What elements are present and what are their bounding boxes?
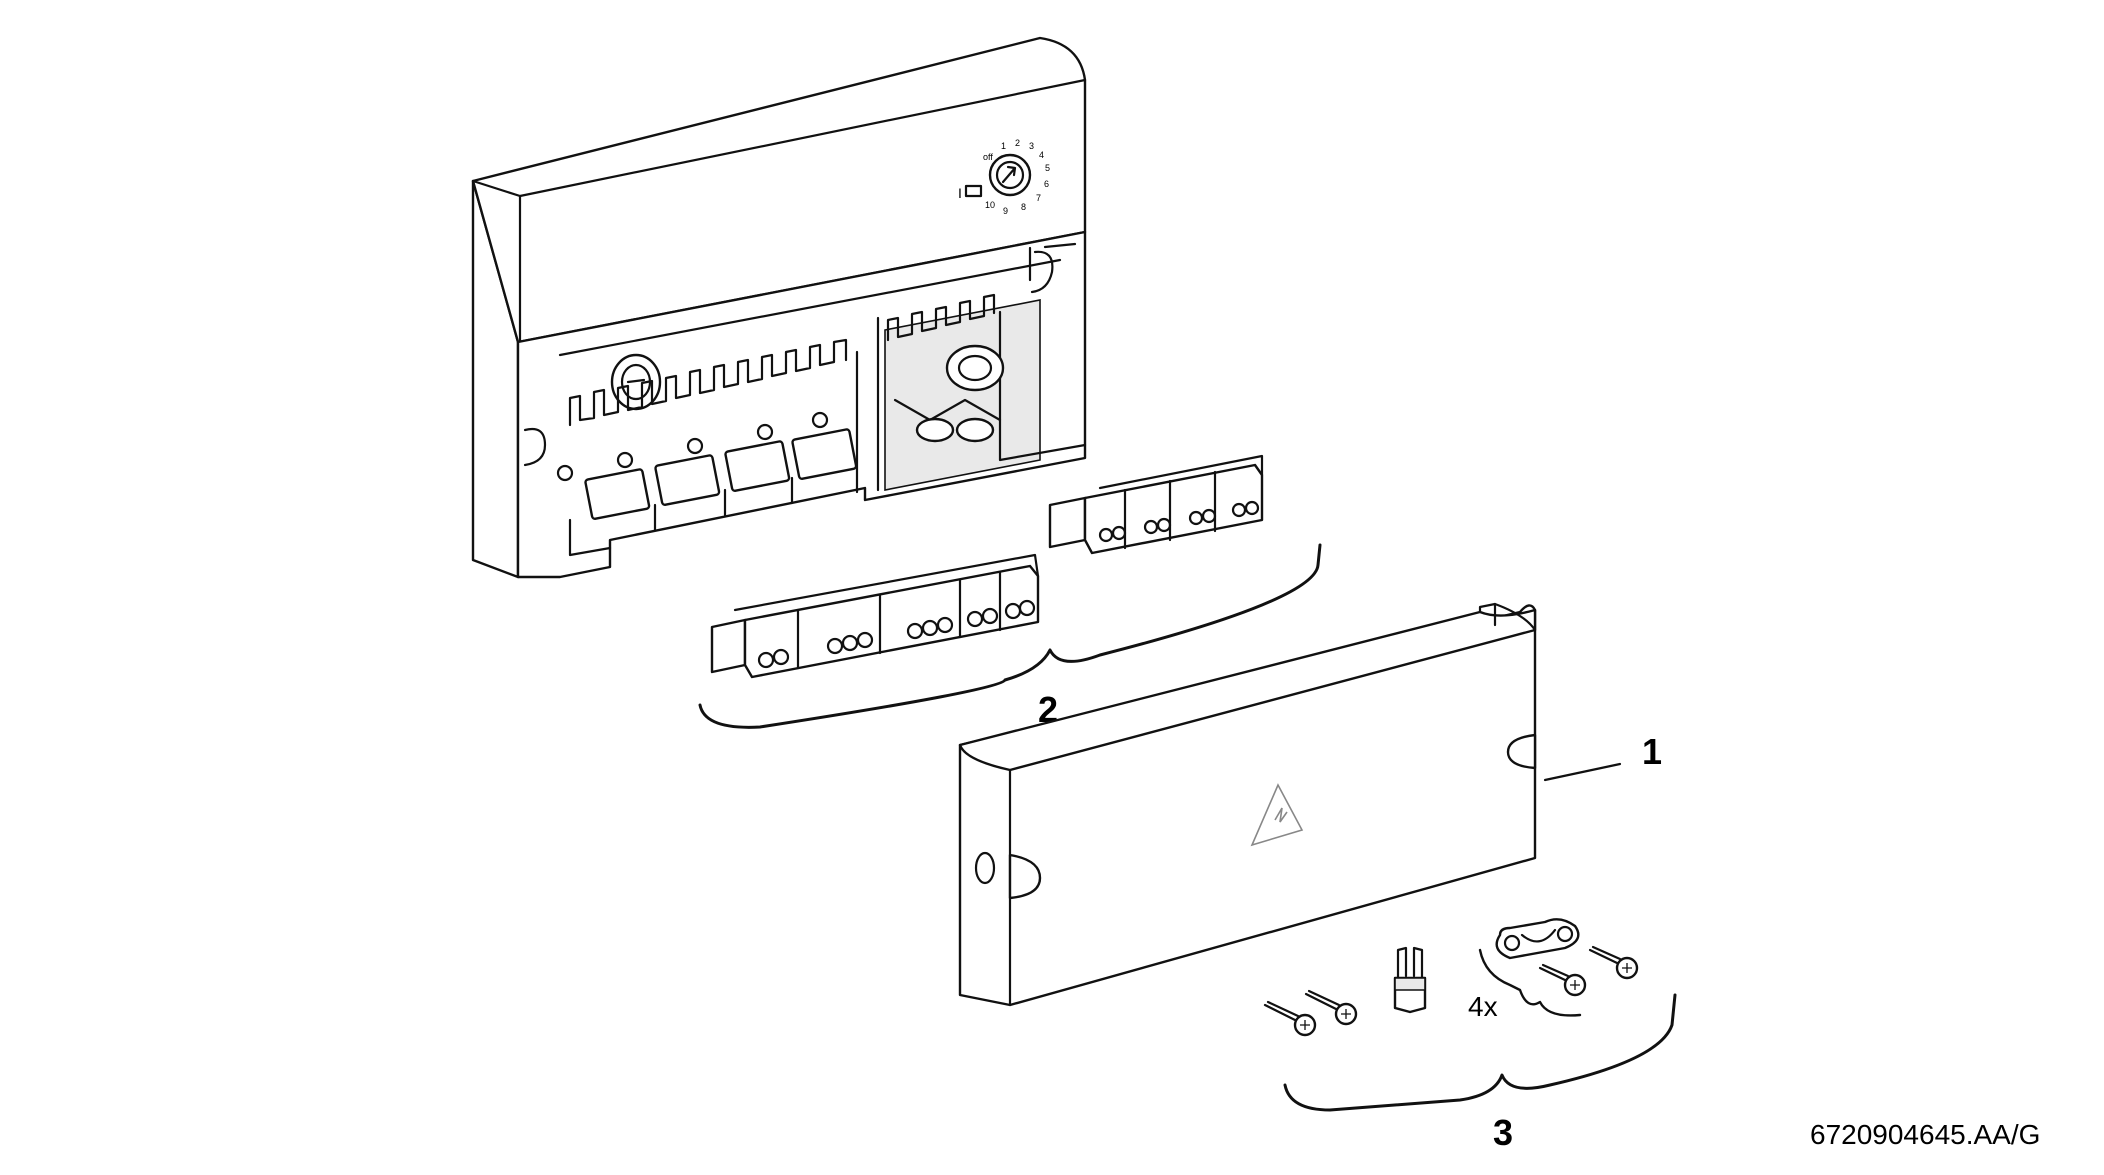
screw-icon: [1588, 945, 1639, 980]
dial-mark-10: 10: [985, 200, 995, 210]
rotary-switch[interactable]: off 1 2 3 4 5 6 7 8 9 10 I: [958, 138, 1050, 216]
callout-3: 3: [1493, 1112, 1513, 1153]
electrical-hazard-icon: [1250, 783, 1304, 847]
terminal-block-row-back: [1048, 454, 1264, 555]
dial-mark-3: 3: [1029, 141, 1034, 151]
dial-mark-4: 4: [1039, 150, 1044, 160]
dial-mark-8: 8: [1021, 202, 1026, 212]
screw-icon: [1263, 1000, 1317, 1037]
terminal-cover: 1: [958, 602, 1662, 1007]
indicator-lamp: [964, 184, 983, 198]
strain-relief-clamp-icon: [1495, 918, 1580, 960]
terminal-sockets-lower: [556, 411, 858, 557]
dial-mark-9: 9: [1003, 206, 1008, 216]
terminal-blocks: 2: [698, 454, 1322, 730]
screw-icon: [1538, 963, 1587, 997]
fixing-kit: 4x 3: [1263, 918, 1677, 1153]
callout-1: 1: [1642, 731, 1662, 772]
quantity-label: 4x: [1468, 991, 1498, 1022]
dial-mark-5: 5: [1045, 163, 1050, 173]
screw-icon: [1304, 989, 1358, 1026]
jumper-link-icon: [1393, 946, 1427, 1014]
dial-mark-7: 7: [1036, 193, 1041, 203]
dial-mark-2: 2: [1015, 138, 1020, 148]
terminal-block-row-front: [710, 553, 1040, 679]
drawing-reference-code: 6720904645.AA/G: [1810, 1119, 2040, 1150]
dial-mark-1: 1: [1001, 141, 1006, 151]
callout-2: 2: [1038, 689, 1058, 730]
module-housing: [471, 36, 1087, 579]
indicator-label: I: [958, 185, 962, 201]
terminal-comb-upper: [568, 293, 996, 427]
dial-mark-6: 6: [1044, 179, 1049, 189]
dial-mark-off: off: [983, 152, 993, 162]
